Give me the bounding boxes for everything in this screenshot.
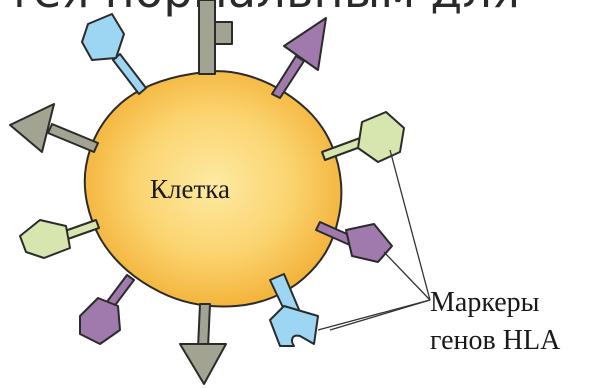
pentagon-marker-icon xyxy=(19,219,100,259)
flag-marker-icon xyxy=(198,0,233,75)
arrow-marker-icon xyxy=(271,17,327,99)
arrow-marker-icon xyxy=(9,103,99,153)
hexagon-marker-icon xyxy=(321,111,405,163)
arrow-marker-icon xyxy=(179,303,227,385)
top-text-fragment: тея нормальным для xyxy=(6,0,602,18)
pentagon-marker-icon xyxy=(315,221,393,263)
marker-label-line2: генов HLA xyxy=(430,325,561,356)
cell-label: Клетка xyxy=(150,174,230,204)
leader-lines xyxy=(317,149,431,331)
hook-marker-icon xyxy=(269,273,319,347)
pin-marker-icon xyxy=(81,13,147,95)
pin-marker-icon xyxy=(79,274,135,345)
marker-label-line1: Маркеры xyxy=(430,287,540,318)
